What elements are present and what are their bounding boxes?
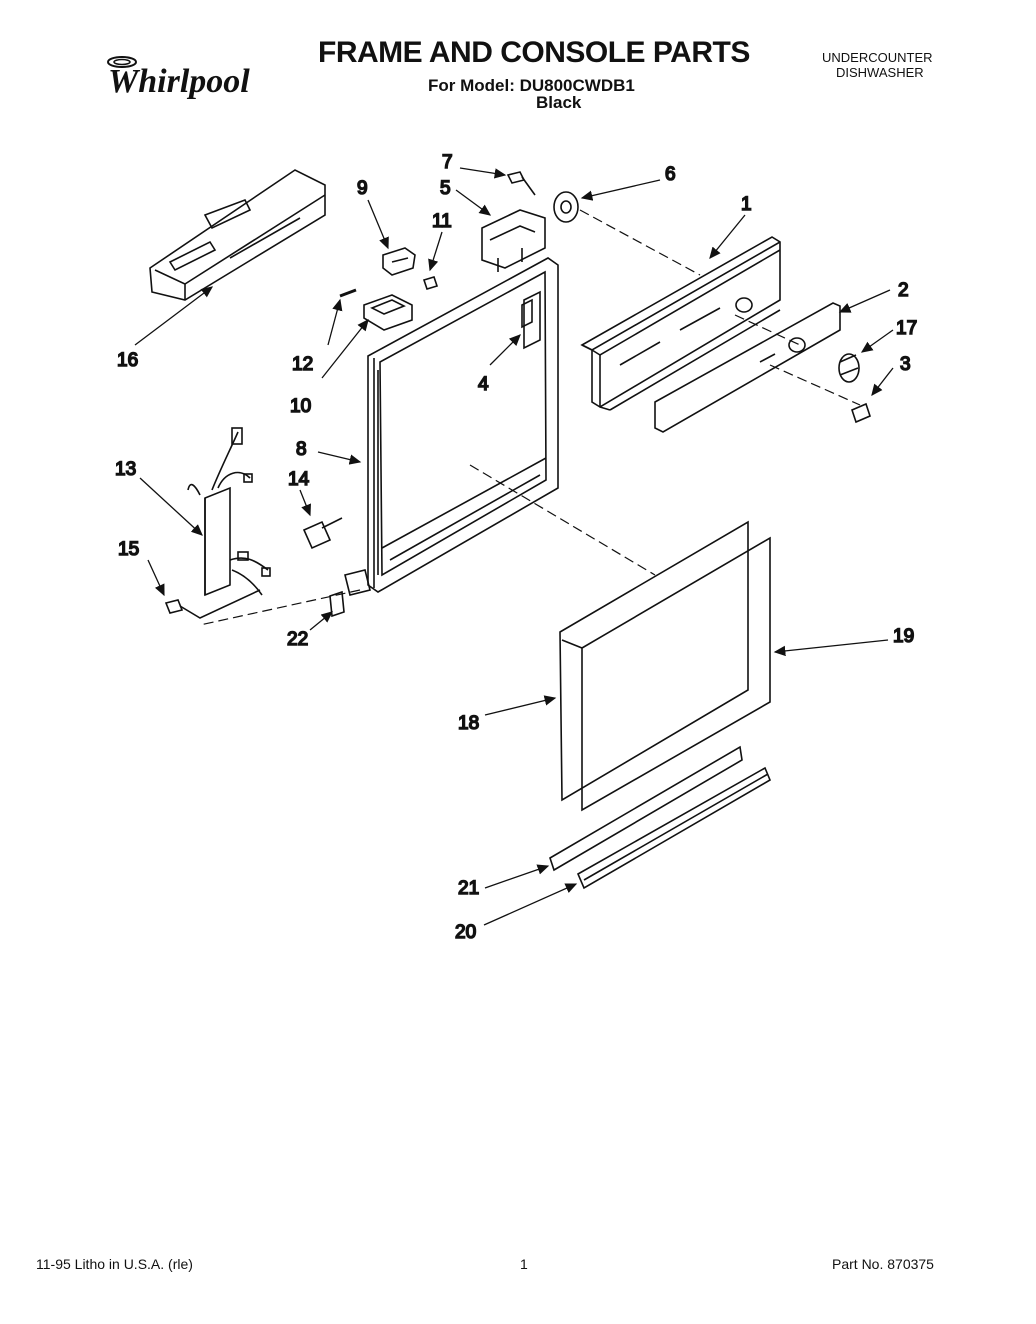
color-line: Black [536, 93, 582, 112]
callout-6: 6 [665, 164, 676, 185]
callout-22: 22 [287, 629, 308, 650]
model-line: For Model: DU800CWDB1 [428, 76, 635, 95]
svg-text:Whirlpool: Whirlpool [108, 63, 250, 100]
callout-11: 11 [432, 211, 452, 232]
part-20-trim [576, 766, 772, 890]
category-line-1: UNDERCOUNTER [822, 50, 933, 65]
callout-15: 15 [118, 539, 139, 560]
callout-2: 2 [898, 280, 909, 301]
leader-arrows [134, 167, 894, 926]
part-9-switch [382, 247, 416, 276]
part-22-clip [329, 590, 345, 618]
category-line-2: DISHWASHER [836, 65, 924, 80]
callout-4: 4 [478, 374, 489, 395]
callout-20: 20 [455, 922, 476, 943]
part-4-clip [521, 298, 533, 329]
part-19-panel [561, 536, 771, 812]
callout-21: 21 [458, 878, 479, 899]
part-8-door-frame [344, 257, 559, 596]
part-7-screw [506, 171, 536, 196]
part-17-knob [838, 353, 860, 383]
whirlpool-logo: Whirlpool [107, 56, 250, 100]
callout-13: 13 [115, 459, 136, 480]
part-1-console [580, 236, 781, 411]
callout-7: 7 [442, 152, 453, 173]
part-3-button [851, 402, 871, 424]
callout-9: 9 [357, 178, 368, 199]
part-16-housing [149, 169, 326, 301]
footer-print-info: 11-95 Litho in U.S.A. (rle) [36, 1256, 193, 1272]
assembly-lines [199, 209, 861, 626]
part-18-panel [559, 520, 749, 802]
callout-1: 1 [741, 194, 752, 215]
callout-10: 10 [290, 396, 311, 417]
callout-16: 16 [117, 350, 138, 371]
callout-19: 19 [893, 626, 914, 647]
callout-18: 18 [458, 713, 479, 734]
callout-5: 5 [440, 178, 451, 199]
callout-14: 14 [288, 469, 310, 490]
part-6-knob [553, 191, 579, 223]
part-13-wire-harness [187, 427, 271, 597]
callout-17: 17 [896, 318, 917, 339]
part-21-trim [549, 745, 743, 872]
page-title: FRAME AND CONSOLE PARTS [318, 36, 750, 69]
part-14-connector [302, 517, 343, 550]
footer-page-number: 1 [520, 1256, 528, 1272]
callout-8: 8 [296, 439, 307, 460]
part-2-control-panel [654, 302, 841, 433]
part-10-bracket [363, 294, 413, 331]
part-15-screw [164, 589, 261, 619]
part-12-pin [339, 288, 357, 298]
callout-12: 12 [292, 354, 313, 375]
part-11-clip [422, 276, 439, 290]
part-5-latch [481, 209, 546, 272]
callout-3: 3 [900, 354, 911, 375]
footer-part-number: Part No. 870375 [832, 1256, 934, 1272]
